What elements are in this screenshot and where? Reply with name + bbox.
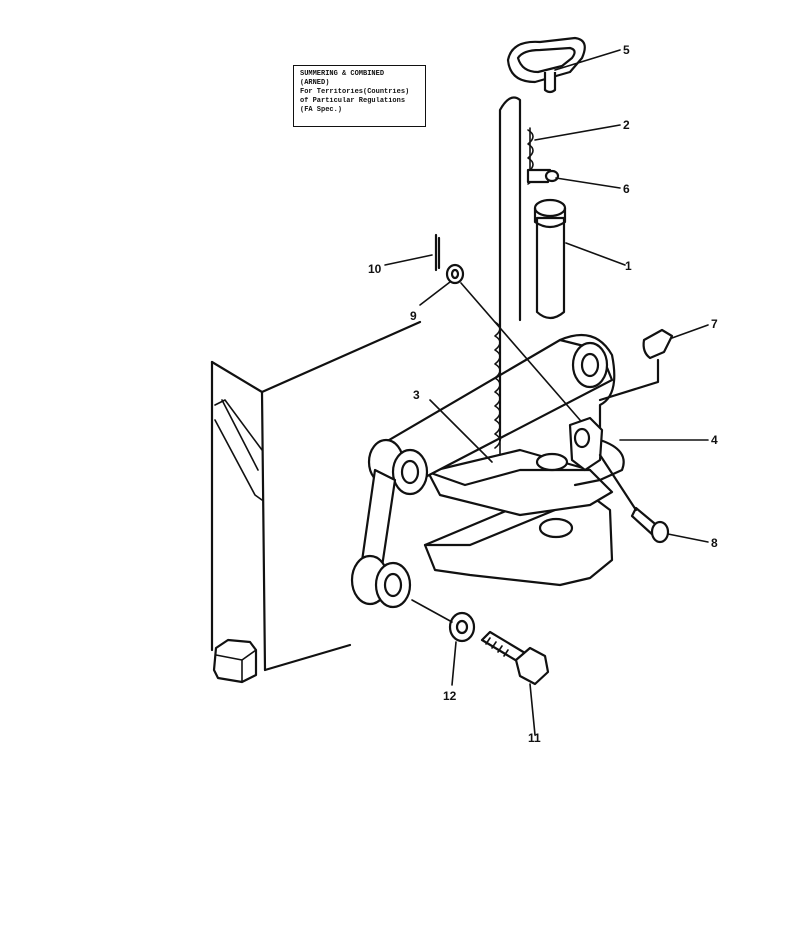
callout-1: 1 (625, 259, 632, 273)
callout-3: 3 (413, 388, 420, 402)
callout-4: 4 (711, 433, 718, 447)
callout-11: 11 (528, 731, 541, 745)
latch-plate (598, 328, 674, 402)
callout-7: 7 (711, 317, 718, 331)
callout-labels: 5 2 6 1 10 9 7 3 4 8 12 11 (368, 43, 718, 745)
spec-note-box: SUMMERING & COMBINED (ARNED) For Territo… (293, 65, 426, 127)
cotter-pin (434, 233, 441, 272)
side-link (350, 468, 412, 609)
bracket (568, 416, 604, 472)
note-line-2: (ARNED) (300, 79, 330, 87)
callout-12: 12 (443, 689, 457, 703)
leader-lines (384, 49, 709, 736)
drawbar-assembly (423, 448, 614, 587)
lock-rod (498, 36, 586, 442)
washer (411, 599, 476, 643)
note-line-1: SUMMERING & COMBINED (300, 70, 385, 78)
callout-8: 8 (711, 536, 718, 550)
bolt-large (480, 630, 550, 686)
bolt-small (598, 453, 670, 544)
note-line-3: For Territories(Countries) (300, 88, 410, 96)
note-line-4: of Particular Regulations (300, 97, 406, 105)
chain (494, 127, 560, 456)
callout-2: 2 (623, 118, 630, 132)
callout-6: 6 (623, 182, 630, 196)
frame-body (210, 320, 422, 684)
callout-10: 10 (368, 262, 382, 276)
note-line-5: (FA Spec.) (300, 106, 343, 114)
callout-5: 5 (623, 43, 630, 57)
nut (445, 263, 465, 285)
pin (533, 198, 567, 320)
callout-9: 9 (410, 309, 417, 323)
